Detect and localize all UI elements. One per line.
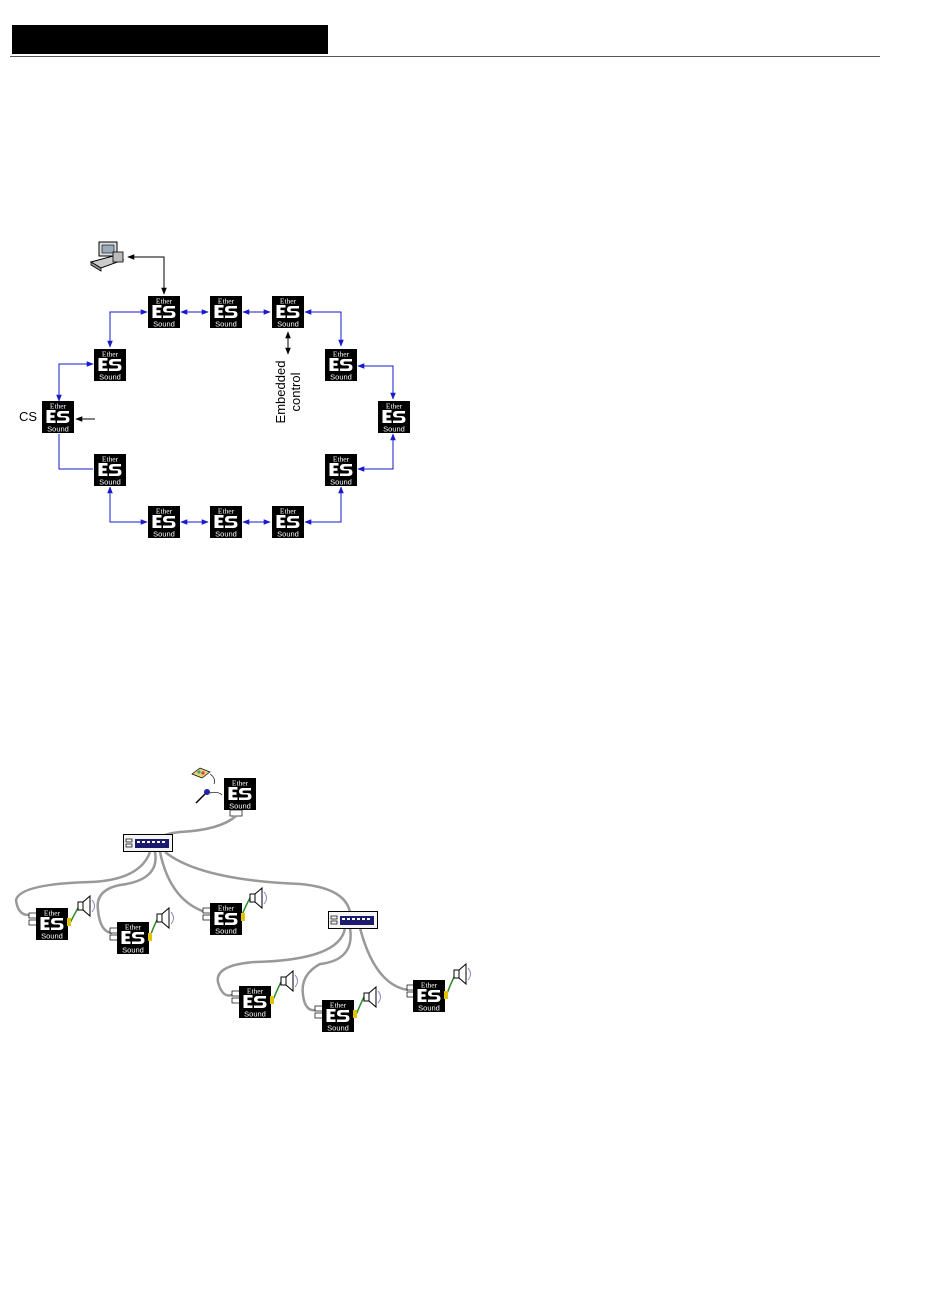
ring-diagram: [42, 242, 410, 539]
source-es-node: [224, 778, 256, 811]
embedded-control-label: Embedded control: [273, 358, 303, 426]
mixer-icon: [192, 768, 215, 784]
ring-node-top-1: [148, 296, 180, 329]
embedded-label-line2: control: [288, 358, 303, 426]
ring-node-bottom-3: [272, 506, 304, 539]
computer-control-link: [128, 257, 164, 294]
ring-node-right-3: [325, 454, 357, 487]
receiver-unit-1: [29, 896, 95, 941]
ring-node-bottom-2: [210, 506, 242, 539]
computer-icon: [91, 242, 123, 271]
ring-node-left-3: [94, 454, 126, 487]
ring-node-left-1: [94, 349, 126, 382]
cs-label: CS: [19, 410, 37, 423]
network-switch-1: [124, 835, 173, 852]
receiver-unit-4: [232, 971, 298, 1019]
star-diagram: [16, 768, 471, 1033]
ring-node-right-2: [378, 401, 410, 434]
source-port: [230, 810, 242, 816]
receiver-unit-2: [110, 908, 174, 955]
ring-node-top-3: [272, 296, 304, 329]
embedded-label-line1: Embedded: [273, 358, 288, 426]
network-switch-2: [329, 912, 378, 929]
ring-node-cs: [42, 401, 74, 434]
receiver-unit-6: [407, 964, 471, 1013]
ring-links: [59, 312, 393, 522]
microphone-icon: [196, 789, 222, 803]
receiver-unit-3: [203, 888, 267, 936]
ring-node-bottom-1: [148, 506, 180, 539]
ring-node-top-2: [210, 296, 242, 329]
receiver-unit-5: [315, 987, 381, 1033]
ring-node-right-1: [325, 349, 357, 382]
